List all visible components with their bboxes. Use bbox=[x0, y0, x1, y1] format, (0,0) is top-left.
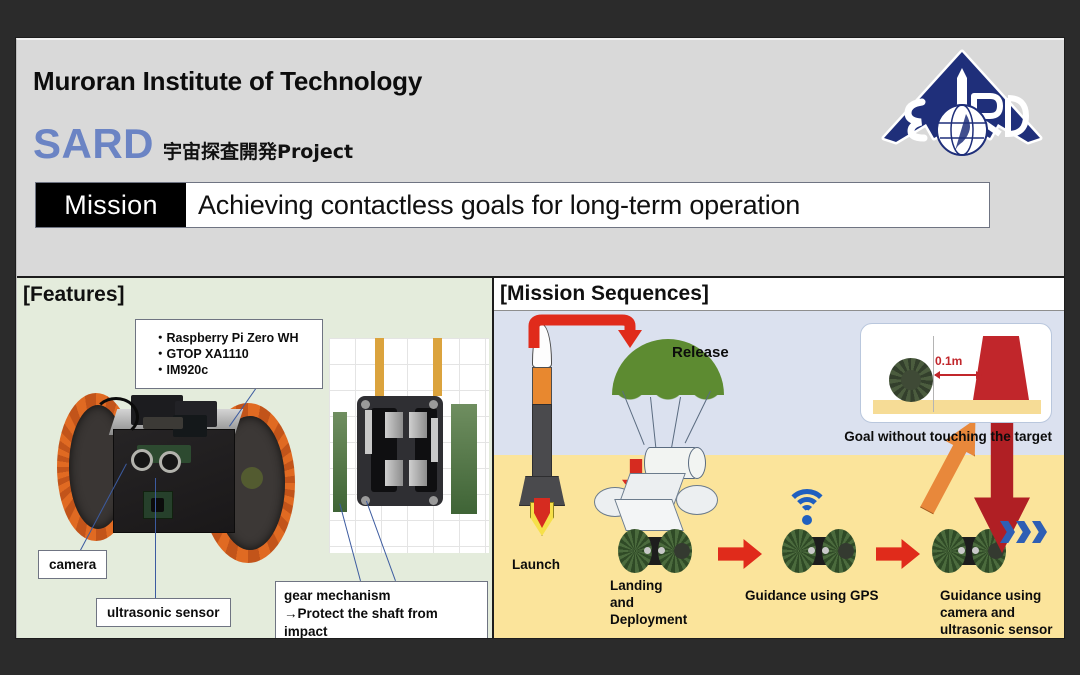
distance-value: 0.1m bbox=[935, 354, 963, 368]
sequences-heading: [Mission Sequences] bbox=[494, 278, 1064, 311]
leader-line-ultrasonic bbox=[155, 478, 156, 598]
step-label-final: Guidance using camera and ultrasonic sen… bbox=[940, 588, 1053, 637]
step-label-landing: Landing and Deployment bbox=[610, 578, 688, 627]
chevron-icon-1 bbox=[1000, 521, 1015, 543]
rocket-graphic bbox=[519, 324, 565, 544]
callout-gear-mechanism: gear mechanism →Protect the shaft from i… bbox=[275, 581, 488, 638]
rover-icon-landing bbox=[618, 529, 692, 573]
deployment-graphic bbox=[594, 451, 718, 571]
mission-tag-label: Mission bbox=[36, 183, 186, 227]
release-label: Release bbox=[672, 344, 729, 361]
chevron-icon-2 bbox=[1016, 521, 1031, 543]
release-hook-arrow-icon bbox=[526, 314, 648, 350]
distance-dimension-line bbox=[934, 371, 982, 379]
parachute-graphic bbox=[604, 339, 732, 479]
poster-slide: Muroran Institute of Technology SARD 宇宙探… bbox=[16, 38, 1064, 638]
callout-ultrasonic-sensor: ultrasonic sensor bbox=[96, 598, 231, 628]
gear-mechanism-cad-image bbox=[329, 338, 489, 553]
step-label-launch: Launch bbox=[512, 557, 561, 572]
features-heading: [Features] bbox=[17, 278, 492, 311]
part-item-2: ・GTOP XA1110 bbox=[154, 347, 249, 361]
university-title: Muroran Institute of Technology bbox=[33, 66, 423, 96]
project-title-row: SARD 宇宙探査開発Project bbox=[33, 120, 353, 168]
part-item-1: ・Raspberry Pi Zero WH bbox=[154, 331, 299, 345]
project-acronym: SARD bbox=[33, 120, 155, 167]
mission-sequence-scene: Launch Release bbox=[494, 311, 1064, 638]
rover-icon-gps bbox=[782, 529, 856, 573]
sard-logo-icon bbox=[878, 46, 1046, 166]
goal-inset-diagram: 0.1m bbox=[860, 323, 1052, 423]
gear-label-line-1: gear mechanism bbox=[284, 588, 391, 603]
callout-camera: camera bbox=[38, 550, 108, 580]
mission-statement-text: Achieving contactless goals for long-ter… bbox=[186, 183, 989, 227]
mission-sequences-panel: [Mission Sequences] bbox=[494, 278, 1064, 638]
poster-header: Muroran Institute of Technology SARD 宇宙探… bbox=[17, 40, 1064, 278]
chevron-icon-3 bbox=[1032, 521, 1047, 543]
gear-label-line-2: →Protect the shaft from impact bbox=[284, 606, 438, 638]
poster-body: [Features] bbox=[17, 278, 1064, 638]
gps-signal-icon bbox=[782, 489, 832, 525]
mission-statement-bar: Mission Achieving contactless goals for … bbox=[35, 182, 990, 228]
features-panel: [Features] bbox=[17, 278, 494, 638]
step-label-gps: Guidance using GPS bbox=[745, 588, 879, 603]
part-item-3: ・IM920c bbox=[154, 363, 209, 377]
target-cone-icon bbox=[973, 336, 1029, 400]
project-subtitle: 宇宙探査開発Project bbox=[163, 141, 354, 163]
goal-inset-caption: Goal without touching the target bbox=[844, 429, 1052, 444]
callout-electronics-parts: ・Raspberry Pi Zero WH ・GTOP XA1110 ・IM92… bbox=[135, 319, 323, 389]
rover-photo bbox=[55, 383, 320, 573]
